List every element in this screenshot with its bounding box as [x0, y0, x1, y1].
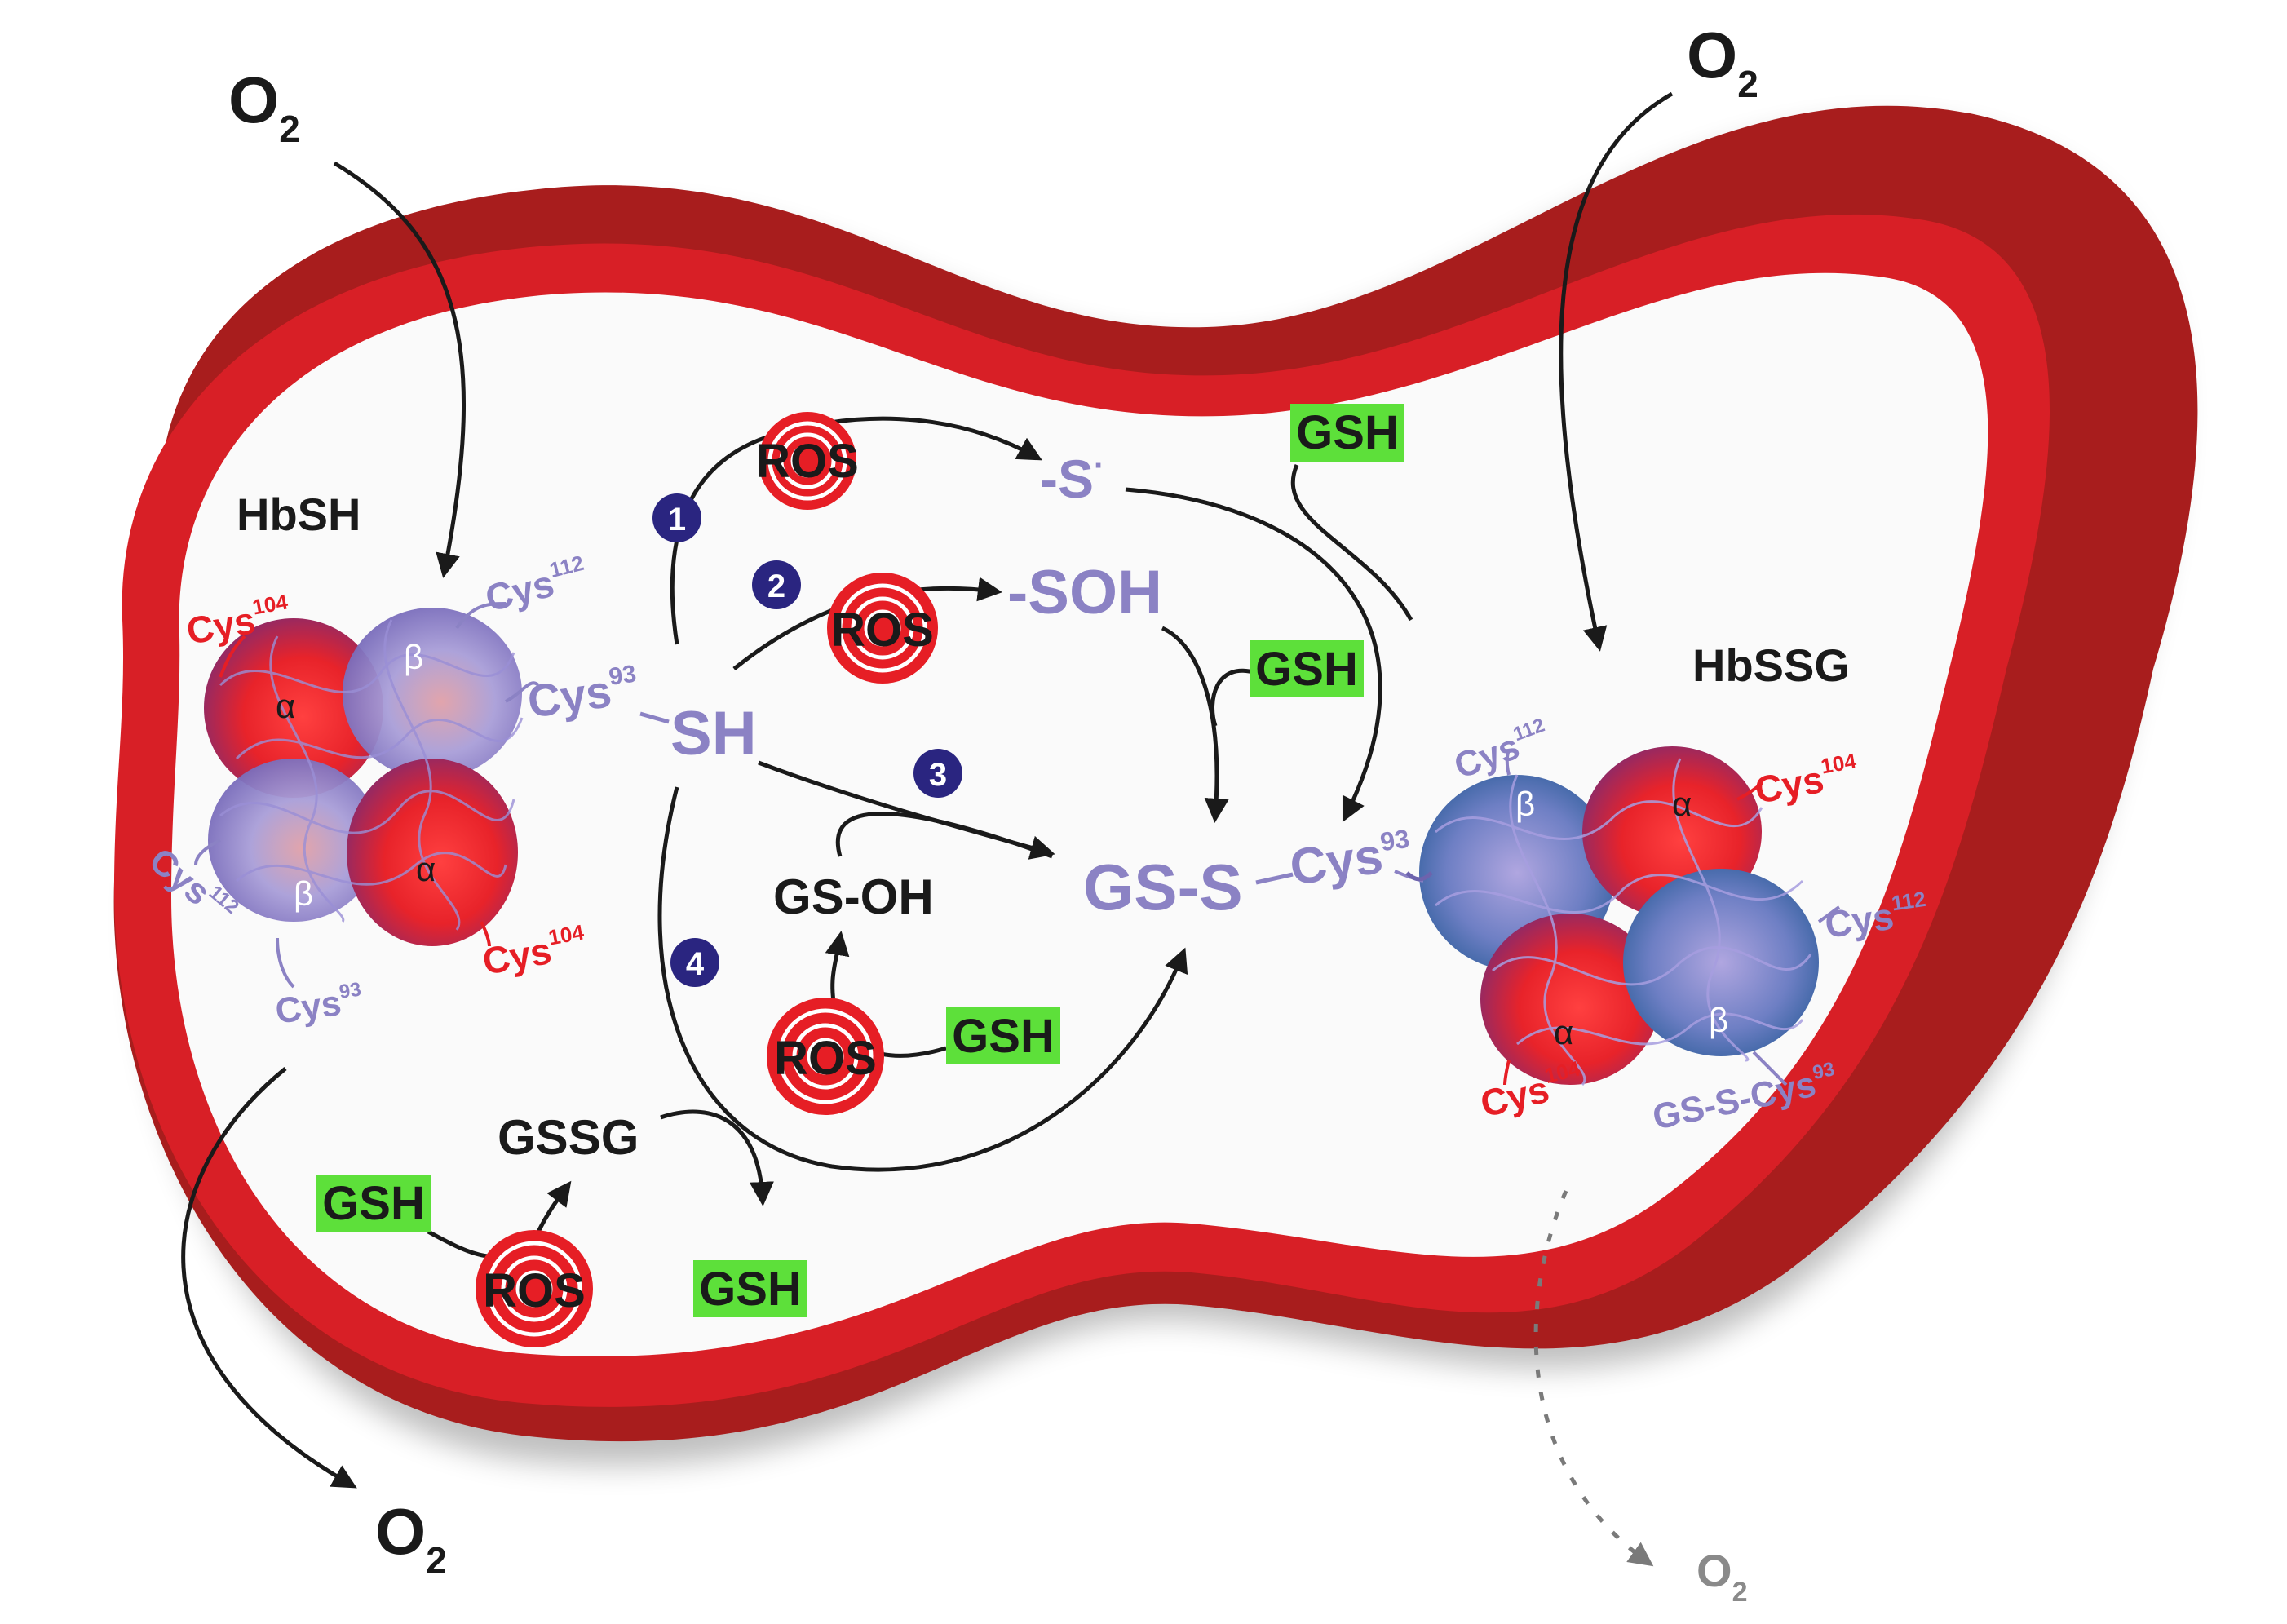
- o2-entry-arrow-left: [333, 161, 467, 578]
- gs-s-cys93-tether: [1405, 871, 1433, 882]
- hbsh-beta-top-subunit: [343, 608, 522, 779]
- ros-targets: ROS ROS ROS ROS: [476, 412, 938, 1347]
- o2-label-top-right: O2: [1687, 19, 1758, 105]
- gs-s-cys-bond: [1255, 872, 1294, 885]
- gsoh-to-gss-path: [835, 812, 1053, 859]
- hbsh-protein: HbSH α β β α Cys104 Cys112 Cys93 SH: [142, 489, 757, 1032]
- pathway-badges: 1 2 3 4: [652, 493, 962, 987]
- ros-label-gsoh: ROS: [774, 1032, 877, 1085]
- o2-label-bottom-right: O2: [1696, 1545, 1747, 1608]
- ros-target-gsoh: ROS: [767, 998, 884, 1115]
- gsh-boxes: GSH GSH GSH GSH GSH: [316, 404, 1404, 1317]
- o2-exit-arrow-left: [181, 1067, 357, 1489]
- thiyl-to-gss-arrow: [1125, 487, 1382, 823]
- gsh-box-ros: [946, 1007, 1060, 1064]
- hbssg-beta-top-label: β: [1515, 785, 1535, 823]
- hbsh-alpha-bottom-label: α: [416, 850, 436, 888]
- gsh-label-top: GSH: [1296, 406, 1399, 459]
- gsh-label-bottom: GSH: [699, 1263, 802, 1316]
- gsh-join-thiyl-path: [1290, 464, 1413, 622]
- central-species: -S· -SOH GS-S Cys93 GS-OH GSSG: [498, 448, 1433, 1165]
- hbssg-beta-bottom-label: β: [1709, 1001, 1728, 1039]
- hbssg-backbone-mesh: [1435, 758, 1812, 1086]
- ros-target-gssg: ROS: [476, 1230, 593, 1347]
- o2-entry-arrow-right: [1559, 91, 1674, 652]
- pathway-4-arrow: [657, 786, 1188, 1172]
- gsh-label-left: GSH: [322, 1177, 425, 1230]
- hbssg-beta-bottom-subunit: [1623, 869, 1819, 1056]
- gsh-label-soh: GSH: [1255, 643, 1358, 696]
- badge-1-label: 1: [668, 502, 686, 538]
- badge-2: [752, 560, 801, 609]
- hbsh-cys112-top-label: Cys112: [480, 551, 591, 620]
- gs-oh-label: GS-OH: [773, 870, 934, 924]
- hbssg-alpha-bottom-label: α: [1554, 1013, 1573, 1051]
- soh-to-gss-arrow: [1161, 626, 1229, 823]
- ros-target-top: ROS: [756, 412, 859, 510]
- ros-target-soh: ROS: [827, 573, 938, 684]
- gsh-join-soh-path: [1210, 669, 1257, 727]
- red-blood-cell: [113, 105, 2198, 1466]
- hbsh-title: HbSH: [237, 489, 361, 540]
- hbsh-alpha-top-subunit: [204, 618, 383, 798]
- hbsh-cys93-top-label: Cys93: [524, 661, 642, 728]
- hbsh-backbone-mesh: [219, 619, 524, 931]
- hbssg-alpha-top-label: α: [1672, 785, 1692, 823]
- ros-label-gssg: ROS: [483, 1264, 586, 1317]
- ros-label-top: ROS: [756, 435, 859, 488]
- badge-3: [913, 749, 962, 798]
- gs-s-label: GS-S: [1083, 851, 1243, 923]
- oxygen-arrows: [181, 91, 1674, 1567]
- thiyl-radical-label: -S·: [1040, 448, 1104, 509]
- gsh-label-ros: GSH: [952, 1010, 1055, 1063]
- badge-4: [670, 938, 719, 987]
- o2-exit-arrow-right-dashed: [1533, 1190, 1654, 1567]
- hbsh-alpha-bottom-subunit: [347, 759, 518, 946]
- hbsh-cys93-bond: [639, 711, 670, 724]
- ros-label-soh: ROS: [831, 604, 934, 657]
- gsh-box-bottom: [693, 1260, 807, 1317]
- hbsh-thiol-sh: SH: [670, 699, 757, 768]
- gssg-label: GSSG: [498, 1110, 639, 1165]
- gsh-box-left: [316, 1175, 431, 1232]
- gs-s-cys93-label: Cys93: [1286, 824, 1414, 896]
- cell-interior: [171, 272, 1988, 1356]
- gsh-box-top: [1290, 404, 1404, 462]
- gsh-box-soh: [1250, 640, 1364, 697]
- gssg-to-gsh-arrow: [660, 1109, 774, 1206]
- hbssg-side-chains: [1394, 750, 1841, 1086]
- hbsh-beta-top-label: β: [404, 638, 423, 676]
- hbsh-cys93-bottom-label: Cys93: [272, 978, 365, 1031]
- pathway-arrows: [427, 416, 1413, 1259]
- hbssg-title: HbSSG: [1692, 639, 1850, 691]
- badge-2-label: 2: [767, 569, 785, 604]
- badge-3-label: 3: [929, 757, 947, 793]
- badge-1: [652, 493, 701, 542]
- hbsh-beta-bottom-label: β: [294, 874, 313, 913]
- o2-label-bottom-left: O2: [375, 1495, 447, 1582]
- hbssg-cys112-right-label: Cys112: [1822, 887, 1931, 946]
- badge-4-label: 4: [686, 946, 705, 982]
- hbsh-alpha-top-label: α: [276, 687, 295, 725]
- hbsh-side-chains: [194, 602, 540, 989]
- sulfenic-acid-label: -SOH: [1007, 558, 1162, 627]
- o2-label-top-left: O2: [228, 64, 300, 150]
